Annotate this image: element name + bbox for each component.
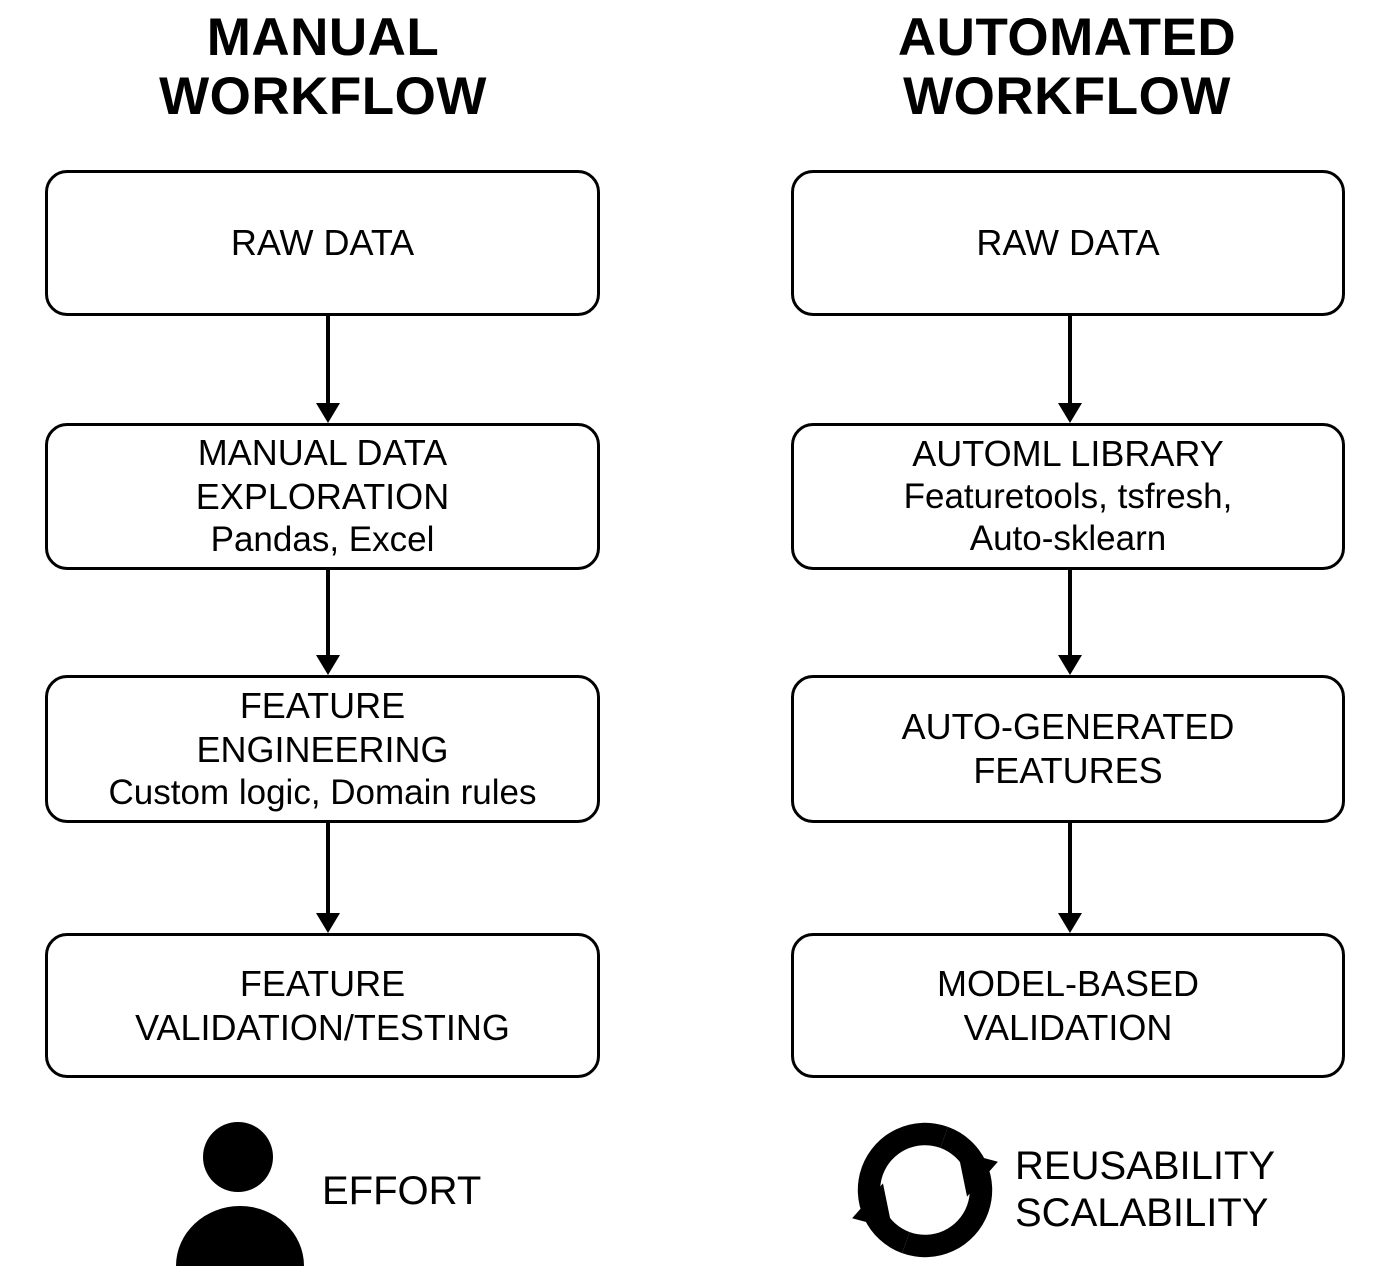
flow-box-automated-model-validation[interactable]: MODEL-BASED VALIDATION <box>791 933 1345 1078</box>
footer-automated-reusability: REUSABILITY SCALABILITY <box>845 1110 1275 1270</box>
arrow-down-manual-3 <box>313 823 343 933</box>
footer-label-reusability-scalability: REUSABILITY SCALABILITY <box>1015 1143 1276 1235</box>
flow-box-title: MODEL-BASED VALIDATION <box>936 962 1200 1048</box>
flow-box-subtitle: Custom logic, Domain rules <box>108 772 537 812</box>
flow-box-subtitle: Featuretools, tsfresh, Auto-sklearn <box>903 476 1233 559</box>
flow-box-title: RAW DATA <box>230 222 415 264</box>
person-icon <box>170 1118 310 1266</box>
footer-label-effort: EFFORT <box>322 1169 482 1214</box>
flow-box-manual-feature-engineering[interactable]: FEATURE ENGINEERING Custom logic, Domain… <box>45 675 600 823</box>
flow-box-title: AUTO-GENERATED FEATURES <box>901 706 1235 791</box>
column-title-automated: AUTOMATED WORKFLOW <box>897 8 1237 127</box>
flow-box-automated-automl-library[interactable]: AUTOML LIBRARY Featuretools, tsfresh, Au… <box>791 423 1345 570</box>
arrow-down-manual-1 <box>313 316 343 423</box>
arrow-down-manual-2 <box>313 570 343 675</box>
flow-box-title: AUTOML LIBRARY <box>912 432 1224 474</box>
arrow-down-automated-1 <box>1055 316 1085 423</box>
flow-box-title: FEATURE ENGINEERING <box>196 684 449 770</box>
flow-box-manual-exploration[interactable]: MANUAL DATA EXPLORATION Pandas, Excel <box>45 423 600 570</box>
flow-box-automated-raw-data[interactable]: RAW DATA <box>791 170 1345 316</box>
flow-box-title: MANUAL DATA EXPLORATION <box>195 432 450 518</box>
flow-box-automated-generated-features[interactable]: AUTO-GENERATED FEATURES <box>791 675 1345 823</box>
flow-box-manual-validation[interactable]: FEATURE VALIDATION/TESTING <box>45 933 600 1078</box>
flow-box-title: RAW DATA <box>976 222 1160 264</box>
flow-box-manual-raw-data[interactable]: RAW DATA <box>45 170 600 316</box>
column-title-manual: MANUAL WORKFLOW <box>159 8 487 127</box>
flow-box-title: FEATURE VALIDATION/TESTING <box>135 962 510 1048</box>
flow-box-subtitle: Pandas, Excel <box>210 520 435 560</box>
arrow-down-automated-2 <box>1055 570 1085 675</box>
footer-manual-effort: EFFORT <box>170 1118 481 1266</box>
recycle-cycle-icon <box>852 1122 998 1258</box>
arrow-down-automated-3 <box>1055 823 1085 933</box>
